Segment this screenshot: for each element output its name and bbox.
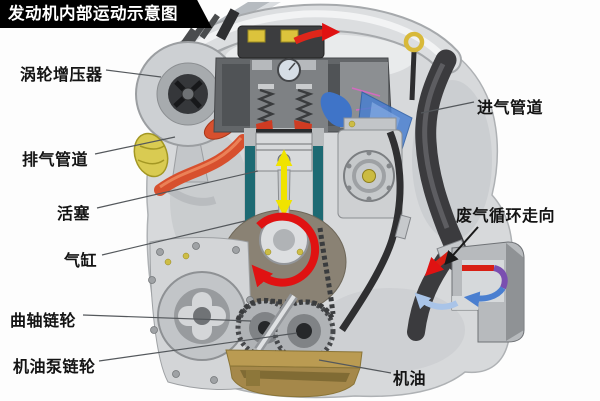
label-cylinder: 气缸 (64, 253, 98, 270)
thin-hose (339, 130, 404, 332)
egr-valve (414, 241, 525, 343)
leader-turbocharger (105, 69, 162, 78)
leader-piston (96, 170, 259, 209)
motion-arrows (251, 22, 341, 288)
label-intake-pipe: 进气管道 (477, 100, 544, 117)
label-piston: 活塞 (57, 206, 91, 223)
front-cover (148, 237, 255, 390)
oil-fill (225, 349, 363, 369)
dipstick-ring (403, 31, 425, 53)
right-dark-pipe (339, 31, 469, 341)
leader-oil-pump-sprocket (98, 332, 298, 362)
label-engine-oil: 机油 (393, 371, 427, 388)
pump-hub (362, 169, 376, 183)
crank-rotation-arrow (251, 212, 320, 288)
label-turbocharger: 涡轮增压器 (20, 67, 103, 84)
label-egr-flow: 废气循环走向 (456, 208, 556, 225)
ignition-coil-connector (247, 29, 266, 43)
page-title: 发动机内部运动示意图 (0, 0, 212, 28)
injection-pump (337, 117, 403, 219)
oil-pan (225, 349, 363, 398)
egr-pointer-arrow (444, 226, 479, 266)
fresh-air-arrow (414, 292, 459, 310)
egr-cooled-flow-arrow (493, 265, 508, 290)
leader-lines (82, 69, 479, 374)
leader-intake-pipe (420, 101, 475, 114)
leader-engine-oil (318, 359, 392, 374)
label-oil-pump-sprocket: 机油泵链轮 (13, 359, 96, 376)
label-crankshaft-sprocket: 曲轴链轮 (10, 313, 77, 330)
oil-dipstick (409, 51, 417, 101)
leader-crankshaft-sprocket (82, 314, 252, 322)
bolt-dots (148, 242, 254, 384)
intake-flow-arrow (293, 22, 341, 45)
egr-outlet-arrow (463, 286, 506, 307)
hose-clamp (216, 8, 240, 41)
leader-exhaust-pipe (94, 136, 176, 155)
leader-cylinder (101, 220, 246, 256)
coolant-jacket (313, 146, 323, 228)
coolant-jacket (245, 146, 255, 228)
label-exhaust-pipe: 排气管道 (22, 152, 89, 169)
